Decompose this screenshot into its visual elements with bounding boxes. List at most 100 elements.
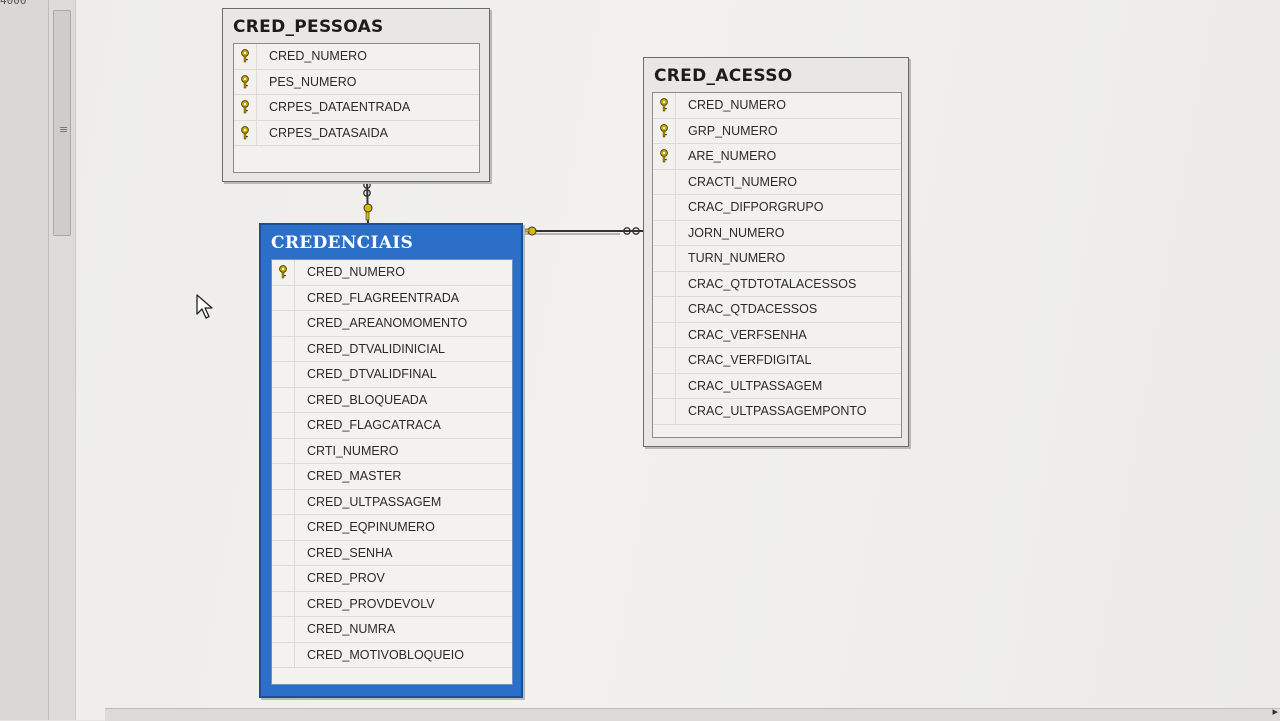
column-row[interactable]: CRED_DTVALIDINICIAL	[272, 336, 512, 362]
column-name: CRED_AREANOMOMENTO	[307, 316, 468, 331]
column-row[interactable]: CRED_EQPINUMERO	[272, 515, 512, 541]
column-name: CRED_NUMRA	[307, 622, 396, 637]
column-name: CRAC_QTDTOTALACESSOS	[688, 276, 857, 291]
column-row[interactable]: CRAC_ULTPASSAGEMPONTO	[653, 399, 901, 425]
column-row[interactable]: CRPES_DATASAIDA	[234, 120, 479, 146]
column-row[interactable]: CRED_MASTER	[272, 464, 512, 490]
column-name: CRED_NUMERO	[688, 98, 786, 113]
table-title: CRED_ACESSO	[654, 66, 793, 86]
column-row[interactable]: CRED_AREANOMOMENTO	[272, 311, 512, 337]
key-cell	[653, 195, 676, 220]
column-name: CRED_SENHA	[307, 545, 393, 560]
key-cell	[272, 311, 295, 336]
column-row[interactable]: CRED_DTVALIDFINAL	[272, 362, 512, 388]
key-cell	[272, 566, 295, 591]
key-cell	[653, 399, 676, 424]
key-cell	[272, 489, 295, 514]
column-name: CRED_MOTIVOBLOQUEIO	[307, 647, 464, 662]
column-row[interactable]: CRED_SENHA	[272, 540, 512, 566]
column-name: CRED_FLAGCATRACA	[307, 418, 441, 433]
column-name: CRPES_DATASAIDA	[269, 125, 389, 140]
scroll-right-icon[interactable]: ▸	[1272, 706, 1278, 718]
column-row[interactable]: CRED_NUMERO	[653, 93, 901, 119]
column-row[interactable]: CRAC_QTDTOTALACESSOS	[653, 271, 901, 297]
column-row[interactable]: CRED_ULTPASSAGEM	[272, 489, 512, 515]
column-name: CRPES_DATAENTRADA	[269, 100, 411, 115]
column-row[interactable]: CRED_NUMERO	[272, 260, 512, 286]
column-row[interactable]: CRED_MOTIVOBLOQUEIO	[272, 642, 512, 668]
relationship-credenciais-cred-pessoas[interactable]	[363, 179, 373, 225]
column-row[interactable]: CRED_NUMRA	[272, 617, 512, 643]
key-cell	[272, 540, 295, 565]
key-cell	[272, 362, 295, 387]
key-cell	[653, 322, 676, 347]
column-row[interactable]: CRPES_DATAENTRADA	[234, 95, 479, 121]
horizontal-scrollbar[interactable]: ▸	[105, 706, 1280, 721]
table-cred-acesso[interactable]: CRED_ACESSO CRED_NUMERO GRP_NUMERO ARE_NUM…	[643, 57, 909, 447]
column-row[interactable]: CRACTI_NUMERO	[653, 169, 901, 195]
column-row[interactable]: CRED_PROVDEVOLV	[272, 591, 512, 617]
column-name: CRED_EQPINUMERO	[307, 520, 435, 535]
column-row[interactable]: GRP_NUMERO	[653, 118, 901, 144]
key-cell	[234, 95, 257, 120]
column-name: ARE_NUMERO	[688, 149, 777, 164]
column-row[interactable]: CRAC_QTDACESSOS	[653, 297, 901, 323]
key-cell	[272, 336, 295, 361]
primary-key-icon	[279, 265, 287, 279]
key-cell	[272, 591, 295, 616]
column-row[interactable]: CRED_BLOQUEADA	[272, 387, 512, 413]
key-cell	[272, 642, 295, 667]
key-cell	[653, 118, 676, 143]
column-row[interactable]: ARE_NUMERO	[653, 144, 901, 170]
scroll-grip-icon: ≡	[59, 123, 69, 136]
column-name: TURN_NUMERO	[688, 251, 786, 266]
key-cell	[234, 69, 257, 94]
key-cell	[653, 93, 676, 118]
column-name: CRED_NUMERO	[307, 265, 405, 280]
key-cell	[234, 120, 257, 145]
key-cell	[653, 297, 676, 322]
column-row[interactable]: CRED_FLAGREENTRADA	[272, 285, 512, 311]
relationship-credenciais-cred-acesso[interactable]	[518, 226, 643, 236]
column-name: CRED_MASTER	[307, 469, 402, 484]
key-cell	[272, 260, 295, 285]
primary-key-icon	[241, 74, 249, 89]
primary-key-icon	[241, 100, 249, 114]
column-name: GRP_NUMERO	[688, 123, 778, 138]
column-name: CRAC_ULTPASSAGEMPONTO	[688, 404, 867, 419]
primary-key-icon	[241, 125, 249, 140]
key-cell	[653, 220, 676, 245]
key-cell	[272, 515, 295, 540]
column-list: CRED_NUMERO CRED_FLAGREENTRADA CRED_AREANO…	[271, 259, 513, 685]
key-cell	[653, 348, 676, 373]
column-row[interactable]: CRAC_VERFSENHA	[653, 322, 901, 348]
column-row[interactable]: CRAC_VERFDIGITAL	[653, 348, 901, 374]
vertical-scrollbar[interactable]: ≡	[48, 0, 76, 720]
column-row[interactable]: PES_NUMERO	[234, 69, 479, 95]
column-name: CRTI_NUMERO	[307, 443, 399, 458]
column-name: CRED_BLOQUEADA	[307, 392, 428, 407]
key-cell	[234, 44, 257, 69]
column-row[interactable]: CRAC_DIFPORGRUPO	[653, 195, 901, 221]
mouse-cursor-icon	[196, 294, 213, 319]
key-cell	[653, 246, 676, 271]
column-row[interactable]: CRTI_NUMERO	[272, 438, 512, 464]
key-cell	[272, 387, 295, 412]
column-row[interactable]: CRAC_ULTPASSAGEM	[653, 373, 901, 399]
column-row[interactable]: TURN_NUMERO	[653, 246, 901, 272]
primary-key-icon	[660, 98, 668, 112]
column-row[interactable]: CRED_NUMERO	[234, 44, 479, 70]
column-row[interactable]: JORN_NUMERO	[653, 220, 901, 246]
table-title: CRED_PESSOAS	[233, 17, 384, 37]
column-row[interactable]: CRED_PROV	[272, 566, 512, 592]
column-name: CRAC_VERFDIGITAL	[688, 353, 812, 368]
column-row[interactable]: CRED_FLAGCATRACA	[272, 413, 512, 439]
scrollbar-thumb[interactable]: ≡	[53, 10, 71, 236]
top-label: 4000	[0, 0, 27, 7]
key-cell	[272, 438, 295, 463]
key-cell	[272, 285, 295, 310]
